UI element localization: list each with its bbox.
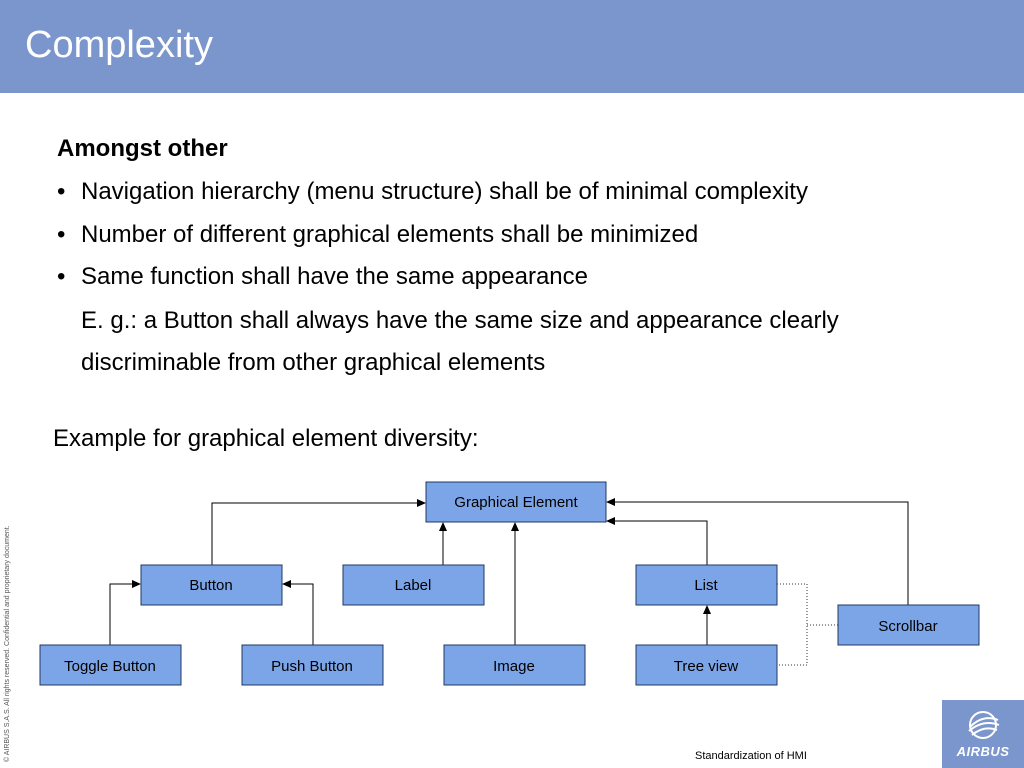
- connector-toggle-to-button: [109, 583, 133, 645]
- node-toggle-button: Toggle Button: [39, 644, 182, 686]
- logo-wordmark: AIRBUS: [956, 744, 1010, 759]
- node-scrollbar: Scrollbar: [837, 604, 980, 646]
- node-label: Label: [395, 577, 432, 594]
- title-bar: Complexity: [0, 0, 1024, 93]
- footer-caption: Standardization of HMI: [695, 750, 807, 762]
- airbus-emblem-icon: [968, 711, 1000, 739]
- arrowhead: [417, 499, 426, 507]
- bullet-glyph: •: [57, 221, 66, 248]
- node-label: Graphical Element: [454, 494, 578, 511]
- arrowhead: [511, 522, 519, 531]
- airbus-logo: AIRBUS: [942, 700, 1024, 768]
- connector-push-to-button: [290, 583, 314, 645]
- arrowhead: [606, 498, 615, 506]
- continuation-line: E. g.: a Button shall always have the sa…: [81, 307, 839, 334]
- connector-scrollbar-to-graphical-element: [614, 501, 909, 605]
- node-label: Scrollbar: [878, 618, 937, 635]
- arrowhead: [132, 580, 141, 588]
- node-button: Button: [140, 564, 283, 606]
- connector-button-to-graphical-element: [211, 502, 418, 565]
- lead-text: Amongst other: [57, 135, 228, 162]
- bullet-text: Navigation hierarchy (menu structure) sh…: [81, 178, 808, 205]
- bullet-text: Same function shall have the same appear…: [81, 263, 588, 290]
- connector-list-to-graphical-element: [614, 520, 708, 565]
- bullet-glyph: •: [57, 263, 66, 290]
- node-label: Button: [189, 577, 232, 594]
- node-image: Image: [443, 644, 586, 686]
- bullet-glyph: •: [57, 178, 66, 205]
- node-label: Push Button: [271, 658, 353, 675]
- arrowhead: [703, 605, 711, 614]
- continuation-line: discriminable from other graphical eleme…: [81, 349, 546, 376]
- node-label: Tree view: [674, 658, 739, 675]
- node-label: Label: [342, 564, 485, 606]
- arrowhead: [439, 522, 447, 531]
- bullet-item: • Navigation hierarchy (menu structure) s…: [57, 177, 808, 207]
- slide-title: Complexity: [25, 24, 213, 66]
- connectors: [109, 498, 909, 666]
- bullet-item: • Same function shall have the same appea…: [57, 262, 588, 292]
- node-label: Image: [493, 658, 535, 675]
- arrowhead: [282, 580, 291, 588]
- node-tree-view: Tree view: [635, 644, 778, 686]
- bullet-item: • Number of different graphical elements …: [57, 220, 698, 250]
- confidential-notice: © AIRBUS S.A.S. All rights reserved. Con…: [4, 525, 11, 762]
- node-label: Toggle Button: [64, 658, 156, 675]
- node-graphical-element: Graphical Element: [425, 481, 607, 523]
- arrowhead: [606, 517, 615, 525]
- node-label: List: [694, 577, 718, 594]
- bullet-text: Number of different graphical elements s…: [81, 221, 699, 248]
- connector-list-scrollbar-association: [777, 583, 808, 666]
- node-list: List: [635, 564, 778, 606]
- node-push-button: Push Button: [241, 644, 384, 686]
- example-heading: Example for graphical element diversity:: [53, 425, 479, 452]
